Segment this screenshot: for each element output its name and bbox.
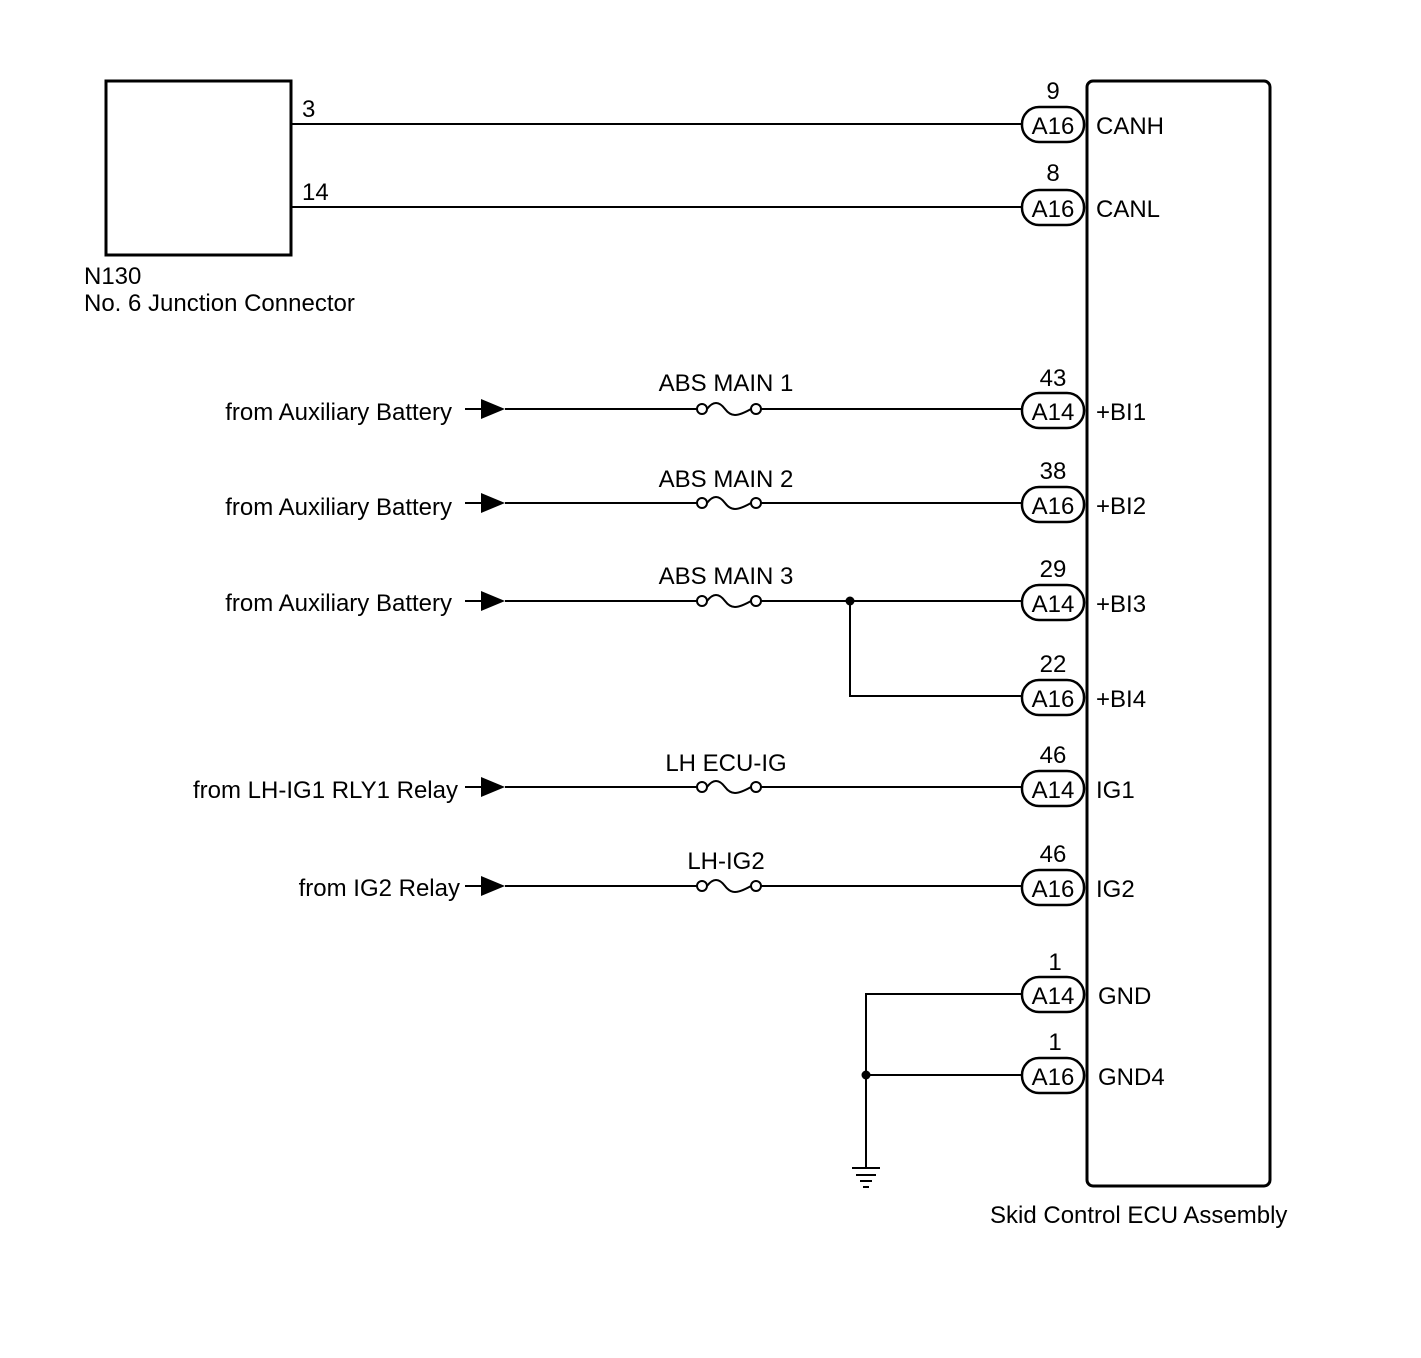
pin-number: 38 [1040,458,1067,485]
fuse-terminal [750,403,762,415]
fuse-terminal [750,880,762,892]
connector-badge [1020,105,1086,144]
connector-code: A14 [1032,591,1075,618]
fuse-symbol [706,879,752,893]
fuse-terminal [696,497,708,509]
power-line-bi4: A16 22 +BI4 [849,601,1146,717]
fuse-symbol [706,496,752,510]
pin-number: 22 [1040,651,1067,678]
source-label: from Auxiliary Battery [225,590,452,617]
fuse-label: ABS MAIN 3 [659,563,794,590]
ecu-name: Skid Control ECU Assembly [990,1202,1287,1229]
fuse-terminal [750,595,762,607]
connector-badge [1020,1056,1086,1095]
fuse-label: ABS MAIN 2 [659,466,794,493]
power-line-ig2: from IG2 Relay LH-IG2 A16 46 IG2 [299,841,1135,907]
terminal-name: GND4 [1098,1064,1165,1091]
connector-code: A16 [1032,113,1075,140]
can-line-canl: 14 A16 8 CANL [291,160,1160,227]
terminal-name: CANH [1096,113,1164,140]
fuse-terminal [750,781,762,793]
terminal-name: CANL [1096,196,1160,223]
power-line-bi1: from Auxiliary Battery ABS MAIN 1 A14 43… [225,365,1146,430]
source-label: from Auxiliary Battery [225,494,452,521]
fuse-symbol [706,402,752,416]
input-arrow [481,591,505,611]
connector-code: A16 [1032,196,1075,223]
fuse-terminal [750,497,762,509]
pin-number: 43 [1040,365,1067,392]
ground-line-gnd: A14 1 GND [865,949,1151,1168]
connector-badge [1020,769,1086,808]
connector-code: A16 [1032,876,1075,903]
source-label: from LH-IG1 RLY1 Relay [193,777,458,804]
can-line-canh: 3 A16 9 CANH [291,78,1164,144]
branch-wire [849,601,1022,697]
junction-connector-box [104,79,293,257]
connector-code: A16 [1032,1064,1075,1091]
power-line-ig1: from LH-IG1 RLY1 Relay LH ECU-IG A14 46 … [193,742,1135,808]
fuse-terminal [696,595,708,607]
connector-code: A14 [1032,777,1075,804]
terminal-name: GND [1098,983,1151,1010]
connector-badge [1020,391,1086,430]
fuse-label: ABS MAIN 1 [659,370,794,397]
input-arrow [481,493,505,513]
junction-connector-name: No. 6 Junction Connector [84,290,355,317]
fuse-symbol [706,594,752,608]
power-line-bi2: from Auxiliary Battery ABS MAIN 2 A16 38… [225,458,1146,524]
wire [865,993,1022,1168]
fuse-symbol [706,780,752,794]
input-arrow [481,876,505,896]
terminal-name: +BI2 [1096,493,1146,520]
ground-line-gnd4: A16 1 GND4 [861,1029,1165,1095]
power-line-bi3: from Auxiliary Battery ABS MAIN 3 A14 29… [225,556,1146,622]
input-arrow [481,399,505,419]
connector-code: A14 [1032,983,1075,1010]
connector-badge [1020,583,1086,622]
terminal-name: +BI4 [1096,686,1146,713]
pin-number: 29 [1040,556,1067,583]
fuse-terminal [696,880,708,892]
terminal-name: +BI3 [1096,591,1146,618]
terminal-name: IG2 [1096,876,1135,903]
pin-number: 1 [1048,1029,1061,1056]
input-arrow [481,777,505,797]
connector-badge [1020,975,1086,1014]
junction-pin-label: 14 [302,179,329,206]
terminal-name: +BI1 [1096,399,1146,426]
pin-number: 1 [1048,949,1061,976]
ecu-box [1085,79,1272,1188]
junction-pin-label: 3 [302,96,315,123]
connector-badge [1020,678,1086,717]
terminal-name: IG1 [1096,777,1135,804]
junction-connector-code: N130 [84,263,141,290]
source-label: from Auxiliary Battery [225,399,452,426]
pin-number: 46 [1040,742,1067,769]
connector-code: A14 [1032,399,1075,426]
ground-symbol-icon [852,1167,880,1188]
splice-point [861,1070,871,1080]
connector-badge [1020,188,1086,227]
pin-number: 9 [1046,78,1059,105]
pin-number: 46 [1040,841,1067,868]
connector-badge [1020,485,1086,524]
pin-number: 8 [1046,160,1059,187]
fuse-label: LH-IG2 [687,848,764,875]
fuse-terminal [696,403,708,415]
connector-badge [1020,868,1086,907]
fuse-label: LH ECU-IG [665,750,786,777]
connector-code: A16 [1032,686,1075,713]
source-label: from IG2 Relay [299,875,460,902]
fuse-terminal [696,781,708,793]
connector-code: A16 [1032,493,1075,520]
